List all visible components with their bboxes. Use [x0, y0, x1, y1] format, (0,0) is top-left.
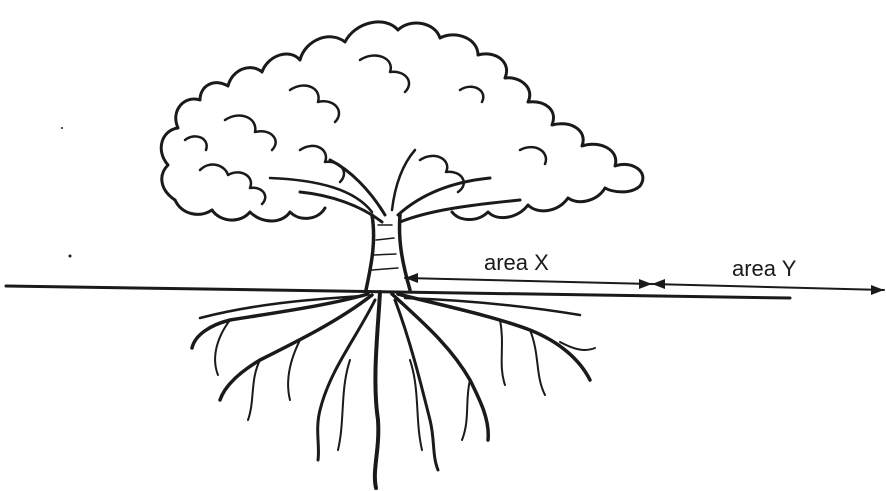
- area-y-marker: area Y: [651, 256, 885, 295]
- area-y-label: area Y: [732, 256, 797, 281]
- arrowhead-right-icon: [871, 285, 884, 295]
- arrowhead-left-icon: [652, 279, 665, 289]
- ground-line: [4, 284, 792, 300]
- arrowhead-left-icon: [405, 273, 418, 283]
- speck: [61, 127, 63, 129]
- tree-roots: [190, 290, 596, 490]
- tree-trunk: [364, 213, 412, 292]
- area-x-label: area X: [484, 250, 549, 275]
- tree-canopy: [159, 20, 645, 223]
- speck: [68, 254, 72, 258]
- arrowhead-right-icon: [639, 279, 652, 289]
- tree-branches: [268, 148, 522, 224]
- area-x-marker: area X: [404, 250, 653, 289]
